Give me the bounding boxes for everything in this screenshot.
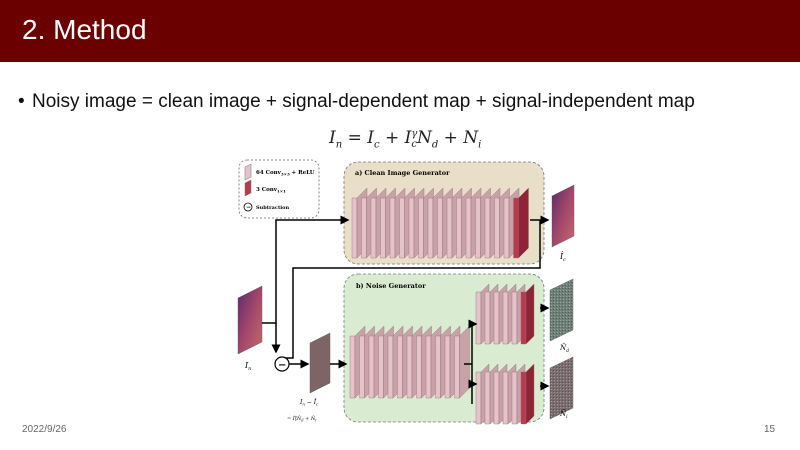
noise-trunk-layer-side <box>459 325 470 399</box>
noise-generator-label: b) Noise Generator <box>356 282 426 290</box>
clean-generator-conv3x3-layer <box>351 197 358 259</box>
clean-generator-conv3x3-layer <box>389 197 396 259</box>
noise-nd-branch-conv3x3-layer <box>511 291 518 345</box>
legend-subtraction-icon: − <box>243 202 253 212</box>
legend-conv1-label: 3 Conv1×1 <box>256 187 286 194</box>
clean-generator-conv1x1-layer <box>513 197 519 259</box>
clean-generator-conv3x3-layer <box>437 197 443 259</box>
input-image <box>237 285 263 355</box>
noise-ni-branch-conv3x3-layer <box>484 371 491 425</box>
svg-text:−: − <box>246 204 251 211</box>
legend-box: 64 Conv3×3 + ReLU 3 Conv1×1 − Subtractio… <box>238 159 320 219</box>
noise-nd-branch-layer-side <box>525 283 535 345</box>
clean-output-label: Îc <box>559 252 566 263</box>
clean-generator-conv3x3-layer <box>399 197 405 259</box>
clean-generator-conv3x3-layer <box>484 197 491 259</box>
footer-page-number: 15 <box>764 424 776 435</box>
noise-ni-branch-conv3x3-layer <box>511 371 518 425</box>
noise-generator-nd-branch-layers <box>475 283 535 345</box>
noise-nd-branch-conv3x3-layer <box>475 291 482 345</box>
legend-conv1-icon <box>244 179 252 197</box>
noise-generator-trunk-layers <box>349 325 470 399</box>
noise-ni-branch-conv3x3-layer <box>475 371 482 425</box>
legend-conv3-label: 64 Conv3×3 + ReLU <box>256 170 315 177</box>
clean-generator-conv3x3-layer <box>408 197 415 259</box>
subtraction-node-icon: − <box>274 356 290 372</box>
noise-trunk-conv3x3-layer <box>425 335 432 399</box>
nd-output-label: N̂d <box>559 344 569 354</box>
noise-trunk-conv3x3-layer <box>359 335 365 399</box>
noise-nd-branch-conv3x3-layer <box>484 291 491 345</box>
network-diagram: 64 Conv3×3 + ReLU 3 Conv1×1 − Subtractio… <box>237 159 575 425</box>
clean-generator-layers <box>351 187 529 259</box>
noise-ni-branch-conv1x1-layer <box>520 371 527 425</box>
noise-nd-branch-conv3x3-layer <box>502 291 509 345</box>
clean-generator-conv3x3-layer <box>418 197 424 259</box>
clean-generator-conv3x3-layer <box>380 197 386 259</box>
input-label: In <box>244 361 251 372</box>
slide-title: 2. Method <box>22 14 147 45</box>
noise-trunk-conv3x3-layer <box>368 335 375 399</box>
noise-generator-ni-branch-layers <box>475 363 535 425</box>
noise-nd-branch-conv3x3-layer <box>493 291 500 345</box>
bullet-dot-icon: • <box>18 91 25 112</box>
residual-label-line1: In − Îc <box>299 398 319 407</box>
nd-output-image <box>549 278 574 342</box>
footer-date: 2022/9/26 <box>22 424 67 435</box>
noise-trunk-conv3x3-layer <box>387 335 394 399</box>
clean-generator-conv3x3-layer <box>427 197 434 259</box>
noise-trunk-conv3x3-layer <box>349 335 356 399</box>
clean-generator-conv3x3-layer <box>475 197 481 259</box>
legend-subtraction-label: Subtraction <box>256 205 290 211</box>
clean-generator-conv3x3-layer <box>465 197 472 259</box>
legend-conv3-icon <box>244 163 252 181</box>
noise-trunk-conv3x3-layer <box>435 335 441 399</box>
svg-text:−: − <box>278 360 286 371</box>
noise-ni-branch-layer-side <box>525 363 535 425</box>
clean-generator-conv3x3-layer <box>361 197 367 259</box>
clean-generator-conv3x3-layer <box>446 197 453 259</box>
noise-trunk-conv3x3-layer <box>397 335 403 399</box>
residual-image <box>309 332 331 394</box>
noise-trunk-conv3x3-layer <box>444 335 451 399</box>
noise-trunk-conv3x3-layer <box>406 335 413 399</box>
noise-nd-branch-conv1x1-layer <box>520 291 527 345</box>
noise-ni-branch-conv3x3-layer <box>502 371 509 425</box>
noise-trunk-conv3x3-layer <box>454 335 460 399</box>
clean-generator-conv3x3-layer <box>494 197 500 259</box>
clean-generator-layer-side <box>518 187 529 259</box>
connection-arrows <box>262 215 550 404</box>
noise-trunk-conv3x3-layer <box>378 335 384 399</box>
noise-model-equation: In = Ic + IγcNd + Ni <box>329 128 482 151</box>
clean-generator-label: a) Clean Image Generator <box>355 169 450 177</box>
bullet-text: Noisy image = clean image + signal-depen… <box>32 91 695 112</box>
noise-trunk-conv3x3-layer <box>416 335 422 399</box>
ni-output-image <box>549 356 574 420</box>
ni-output-label: N̂i <box>559 410 568 420</box>
clean-output-image <box>551 184 575 248</box>
slide-header: 2. Method <box>0 0 800 62</box>
clean-generator-conv3x3-layer <box>370 197 377 259</box>
noise-ni-branch-conv3x3-layer <box>493 371 500 425</box>
clean-generator-conv3x3-layer <box>456 197 462 259</box>
clean-generator-conv3x3-layer <box>503 197 510 259</box>
bullet-item: • Noisy image = clean image + signal-depe… <box>18 91 695 113</box>
